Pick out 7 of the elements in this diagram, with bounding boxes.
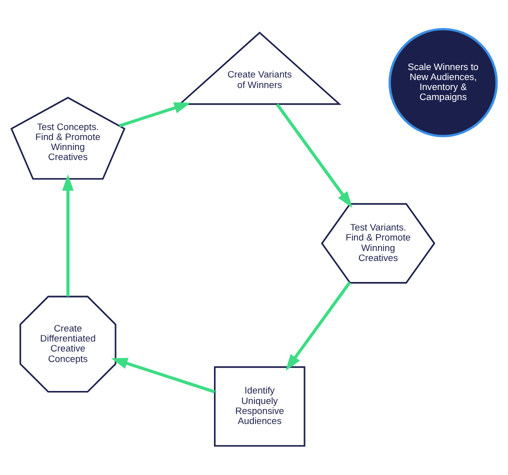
arrow [62,174,74,296]
arrow [111,358,216,394]
arrow [118,102,191,128]
arrow [276,103,352,208]
node-circle: Scale Winners to New Audiences, Inventory & Campaigns [388,28,498,138]
arrow [286,282,352,371]
node-box: Identify Uniquely Responsive Audiences [214,366,306,447]
